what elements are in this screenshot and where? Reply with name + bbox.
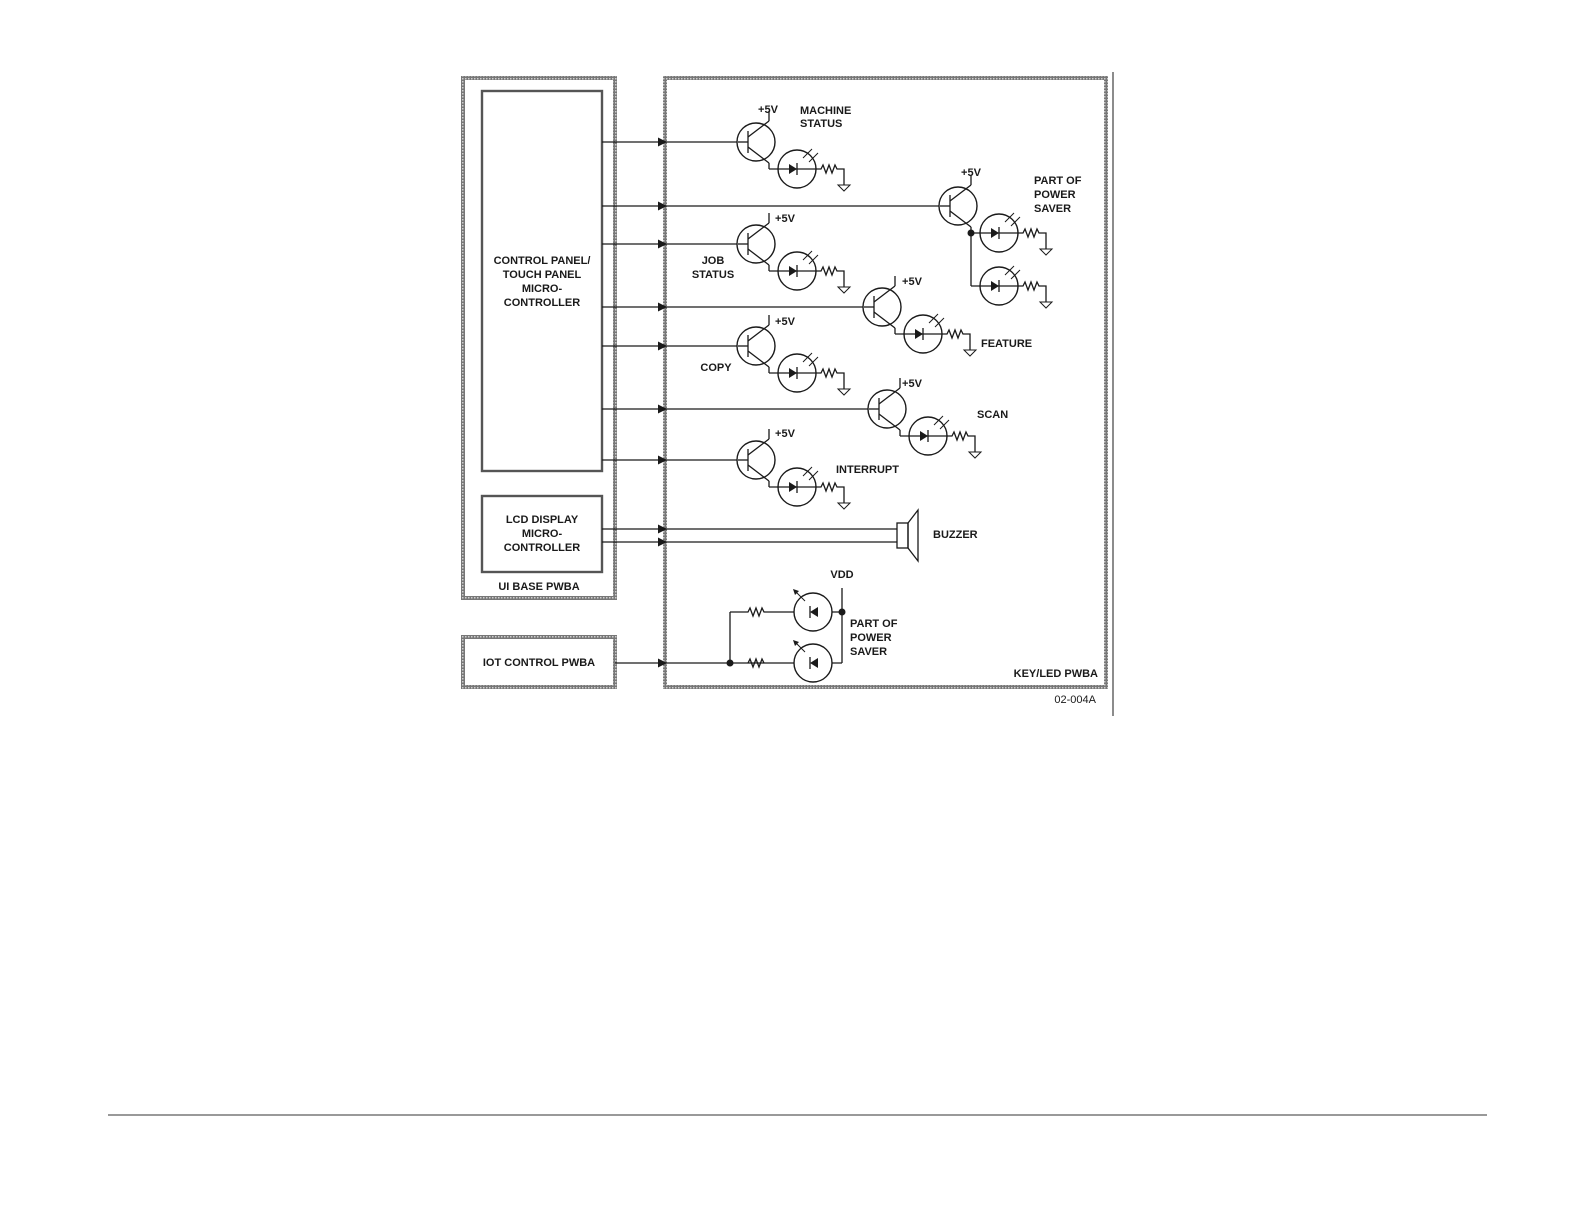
control-panel-label-1: CONTROL PANEL/	[494, 255, 591, 267]
copy-label: COPY	[700, 362, 732, 374]
power-saver-top-label-3: SAVER	[1034, 203, 1071, 215]
scan-label: SCAN	[977, 409, 1008, 421]
component-labels: +5V +5V +5V +5V +5V +5V +5V VDD MACHINE …	[692, 104, 1082, 658]
power-saver-top-label-1: PART OF	[1034, 175, 1082, 187]
lcd-display-block: LCD DISPLAY MICRO- CONTROLLER	[482, 496, 602, 572]
ui-base-pwba-label: UI BASE PWBA	[498, 581, 579, 593]
power-saver-bottom-label-2: POWER	[850, 632, 892, 644]
power-saver-bottom-label-1: PART OF	[850, 618, 898, 630]
job-status-label-1: JOB	[702, 255, 725, 267]
feature-led-driver	[863, 276, 976, 356]
lcd-label-1: LCD DISPLAY	[506, 514, 579, 526]
control-panel-label-4: CONTROLLER	[504, 297, 580, 309]
scan-led-driver	[868, 378, 981, 458]
control-panel-block: CONTROL PANEL/ TOUCH PANEL MICRO- CONTRO…	[482, 91, 602, 471]
lcd-label-3: CONTROLLER	[504, 542, 580, 554]
interrupt-label: INTERRUPT	[836, 464, 899, 476]
buzzer-icon	[897, 510, 918, 561]
job-status-label-2: STATUS	[692, 269, 734, 281]
vdd-label: VDD	[830, 569, 853, 581]
supply-label-machine: +5V	[758, 104, 779, 116]
supply-label-interrupt: +5V	[775, 428, 796, 440]
supply-label-job: +5V	[775, 213, 796, 225]
figure-id: 02-004A	[1054, 694, 1096, 706]
machine-status-label-1: MACHINE	[800, 105, 851, 117]
iot-control-label: IOT CONTROL PWBA	[483, 657, 595, 669]
supply-label-feature: +5V	[902, 276, 923, 288]
key-led-pwba-block: KEY/LED PWBA	[665, 78, 1106, 687]
supply-label-copy: +5V	[775, 316, 796, 328]
job-status-led-driver	[737, 213, 850, 293]
power-saver-led-driver-bottom	[727, 588, 846, 682]
buzzer-label: BUZZER	[933, 529, 978, 541]
control-panel-label-2: TOUCH PANEL	[503, 269, 582, 281]
interrupt-led-driver	[737, 429, 850, 509]
control-panel-label-3: MICRO-	[522, 283, 563, 295]
supply-label-scan: +5V	[902, 378, 923, 390]
iot-control-pwba-block: IOT CONTROL PWBA	[463, 637, 615, 687]
feature-label: FEATURE	[981, 338, 1032, 350]
machine-status-label-2: STATUS	[800, 118, 842, 130]
supply-label-power-saver: +5V	[961, 167, 982, 179]
power-saver-bottom-label-3: SAVER	[850, 646, 887, 658]
key-led-pwba-label: KEY/LED PWBA	[1014, 668, 1098, 680]
lcd-label-2: MICRO-	[522, 528, 563, 540]
power-saver-top-label-2: POWER	[1034, 189, 1076, 201]
